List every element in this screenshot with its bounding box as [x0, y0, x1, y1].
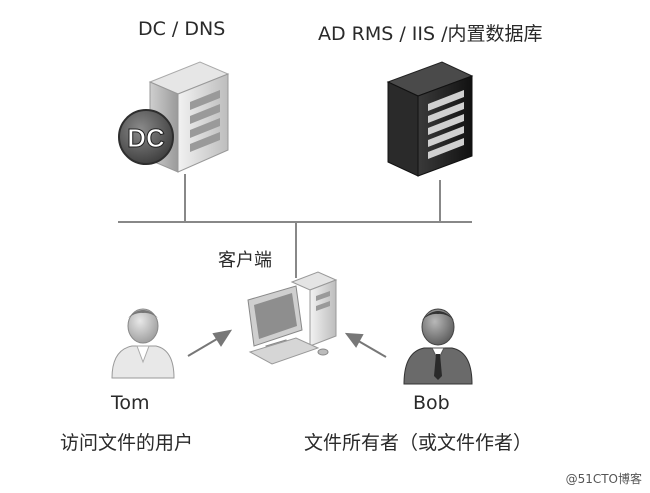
bob-label: Bob [413, 392, 450, 414]
dc-badge-text: DC [127, 123, 165, 153]
watermark: @51CTO博客 [565, 472, 642, 486]
rms-server-icon [386, 61, 474, 177]
dc-server-label: DC / DNS [138, 18, 226, 40]
rms-server-label: AD RMS / IIS /内置数据库 [318, 23, 543, 45]
bob-description: 文件所有者（或文件作者） [304, 432, 533, 454]
tom-user-icon [111, 308, 175, 379]
bob-to-client-arrow [354, 338, 387, 358]
tom-description: 访问文件的用户 [60, 432, 194, 454]
bob-user-icon [403, 308, 473, 385]
network-lines [118, 174, 472, 278]
client-computer-icon [247, 271, 338, 365]
dc-badge-icon: DC [118, 109, 174, 165]
tom-label: Tom [111, 392, 150, 414]
dc-server-icon [148, 61, 230, 173]
client-label: 客户端 [218, 250, 272, 271]
arrows [187, 329, 387, 358]
